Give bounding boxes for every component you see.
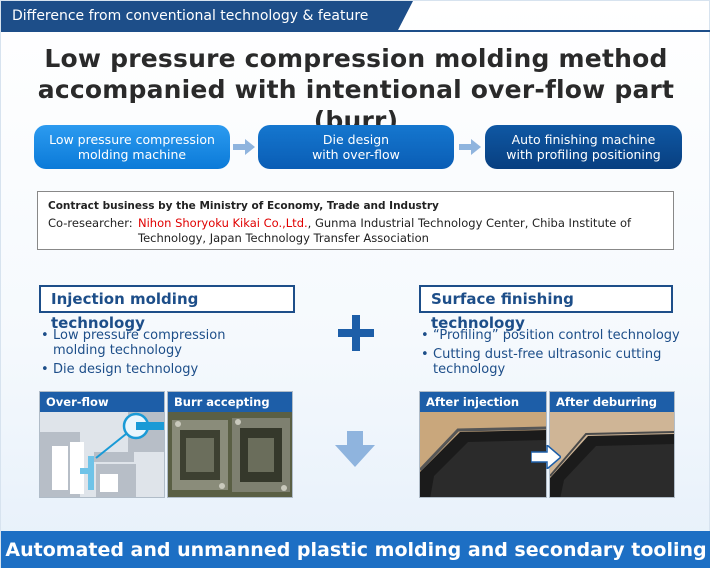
header-rule xyxy=(1,30,710,32)
bullet-icon: • xyxy=(41,362,49,377)
after-injection-panel: After injection xyxy=(419,391,547,498)
arrow-down-icon xyxy=(335,431,375,467)
flow-step-2-line-2: with over-flow xyxy=(312,147,400,162)
co-researcher-label: Co-researcher: xyxy=(48,216,133,230)
burr-accepting-die-panel: Burr accepting die xyxy=(167,391,293,498)
bullet-icon: • xyxy=(421,328,429,343)
list-item: • Cutting dust-free ultrasonic cutting t… xyxy=(419,347,709,377)
injection-molding-list: • Low pressure compression molding techn… xyxy=(39,328,289,381)
photo-caption: Over-flow xyxy=(40,392,164,412)
title-line-1: Low pressure compression molding method xyxy=(44,44,668,73)
list-item: • Low pressure compression molding techn… xyxy=(39,328,289,358)
list-item: • “Profiling” position control technolog… xyxy=(419,328,709,343)
photo-caption: Burr accepting die xyxy=(168,392,292,429)
bottom-banner: Automated and unmanned plastic molding a… xyxy=(1,531,710,568)
list-item-line: “Profiling” position control technology xyxy=(433,328,680,343)
plus-icon xyxy=(338,315,374,351)
injection-molding-heading: Injection molding technology xyxy=(39,285,295,332)
after-deburring-image xyxy=(550,412,674,497)
bullet-icon: • xyxy=(41,328,49,343)
after-injection-image xyxy=(420,412,546,497)
list-item-line: Die design technology xyxy=(53,362,199,377)
list-item: • Die design technology xyxy=(39,362,289,377)
title-line-2: accompanied with intentional over-flow p… xyxy=(37,75,675,135)
contract-heading: Contract business by the Ministry of Eco… xyxy=(48,200,439,212)
photo-caption: After deburring xyxy=(550,392,674,412)
photo-caption: After injection xyxy=(420,392,546,412)
list-item-line: molding technology xyxy=(53,343,182,358)
section-header-tab: Difference from conventional technology … xyxy=(1,1,413,32)
surface-finishing-heading: Surface finishing technology xyxy=(419,285,673,332)
bullet-icon: • xyxy=(421,347,429,362)
list-item-line: Low pressure compression xyxy=(53,328,226,343)
overflow-diagram-panel: Over-flow xyxy=(39,391,165,498)
company-name: Nihon Shoryoku Kikai Co.,Ltd. xyxy=(138,216,308,230)
surface-finishing-list: • “Profiling” position control technolog… xyxy=(419,328,709,381)
flow-step-2-line-1: Die design xyxy=(322,132,390,147)
overflow-diagram-image xyxy=(40,412,164,497)
flow-arrow-right-icon xyxy=(233,139,255,155)
flow-arrow-right-icon xyxy=(459,139,481,155)
contract-info-box: Contract business by the Ministry of Eco… xyxy=(37,191,674,250)
flow-step-3-line-1: Auto finishing machine xyxy=(511,132,656,147)
page-title: Low pressure compression molding method … xyxy=(1,43,710,136)
burr-accepting-die-image xyxy=(168,412,292,497)
arrow-right-icon xyxy=(531,445,561,469)
flow-step-auto-finishing: Auto finishing machine with profiling po… xyxy=(485,125,682,169)
after-deburring-panel: After deburring xyxy=(549,391,675,498)
co-researcher-list-2: Technology, Japan Technology Transfer As… xyxy=(138,231,429,245)
flow-step-die-design: Die design with over-flow xyxy=(258,125,454,169)
flow-step-3-line-2: with profiling positioning xyxy=(506,147,661,162)
flow-step-1-line-2: molding machine xyxy=(77,147,187,162)
flow-step-molding-machine: Low pressure compression molding machine xyxy=(34,125,230,169)
flow-step-1-line-1: Low pressure compression xyxy=(49,132,215,147)
co-researcher-list-1: , Gunma Industrial Technology Center, Ch… xyxy=(307,216,632,230)
list-item-line: Cutting dust-free ultrasonic cutting xyxy=(433,347,662,362)
list-item-line: technology xyxy=(433,362,506,377)
